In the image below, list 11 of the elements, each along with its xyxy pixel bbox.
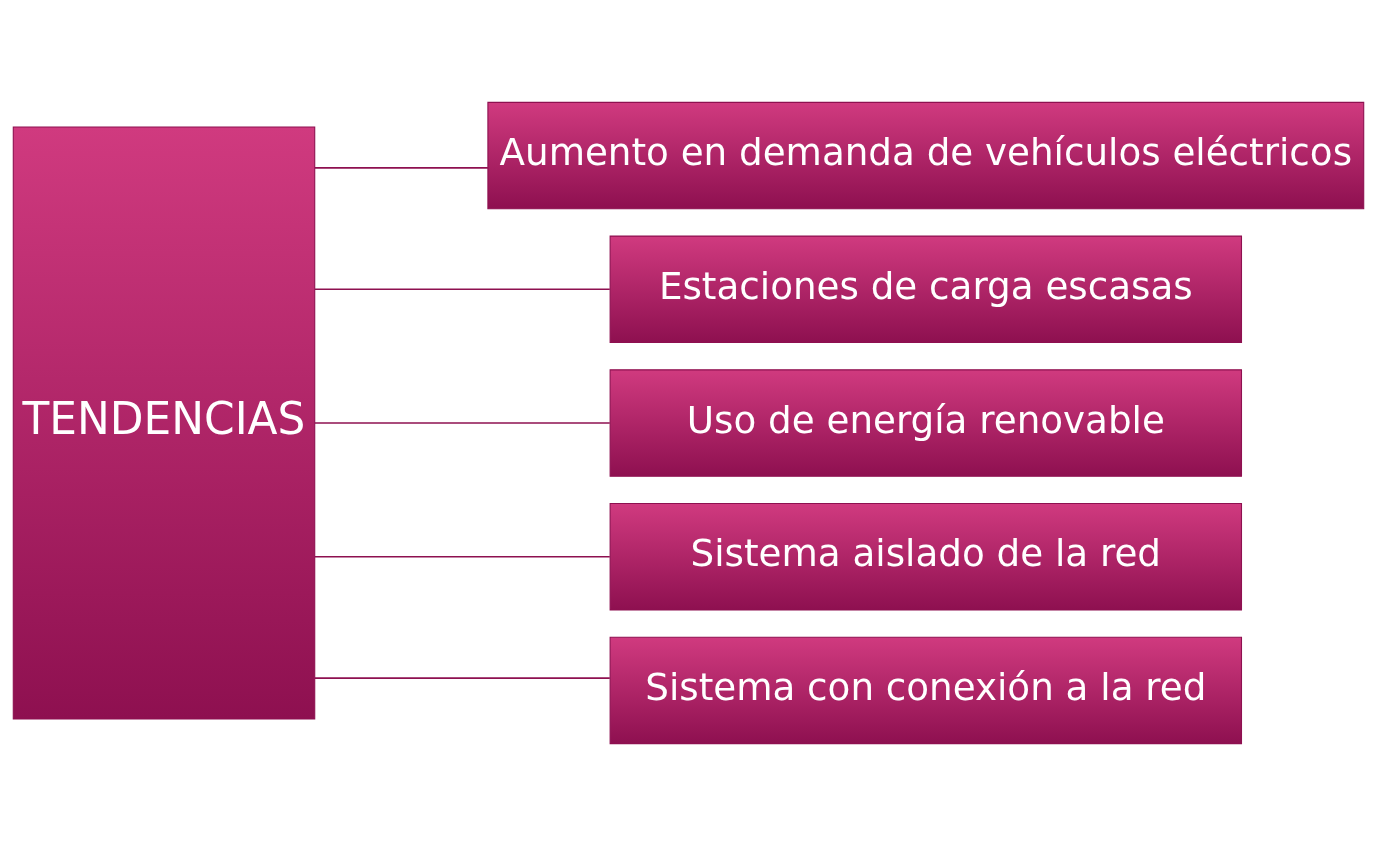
node-box: Sistema con conexión a la red [609, 636, 1243, 744]
node-box: TENDENCIAS [12, 126, 316, 719]
node-box: Uso de energía renovable [609, 368, 1243, 477]
node-box: Aumento en demanda de vehículos eléctricos [487, 101, 1365, 209]
connector [314, 287, 611, 290]
connector [314, 421, 611, 424]
connector [314, 555, 611, 558]
connector [314, 166, 489, 169]
node-box: Estaciones de carga escasas [609, 235, 1243, 343]
node-box: Sistema aislado de la red [609, 502, 1243, 610]
connector [314, 676, 611, 679]
